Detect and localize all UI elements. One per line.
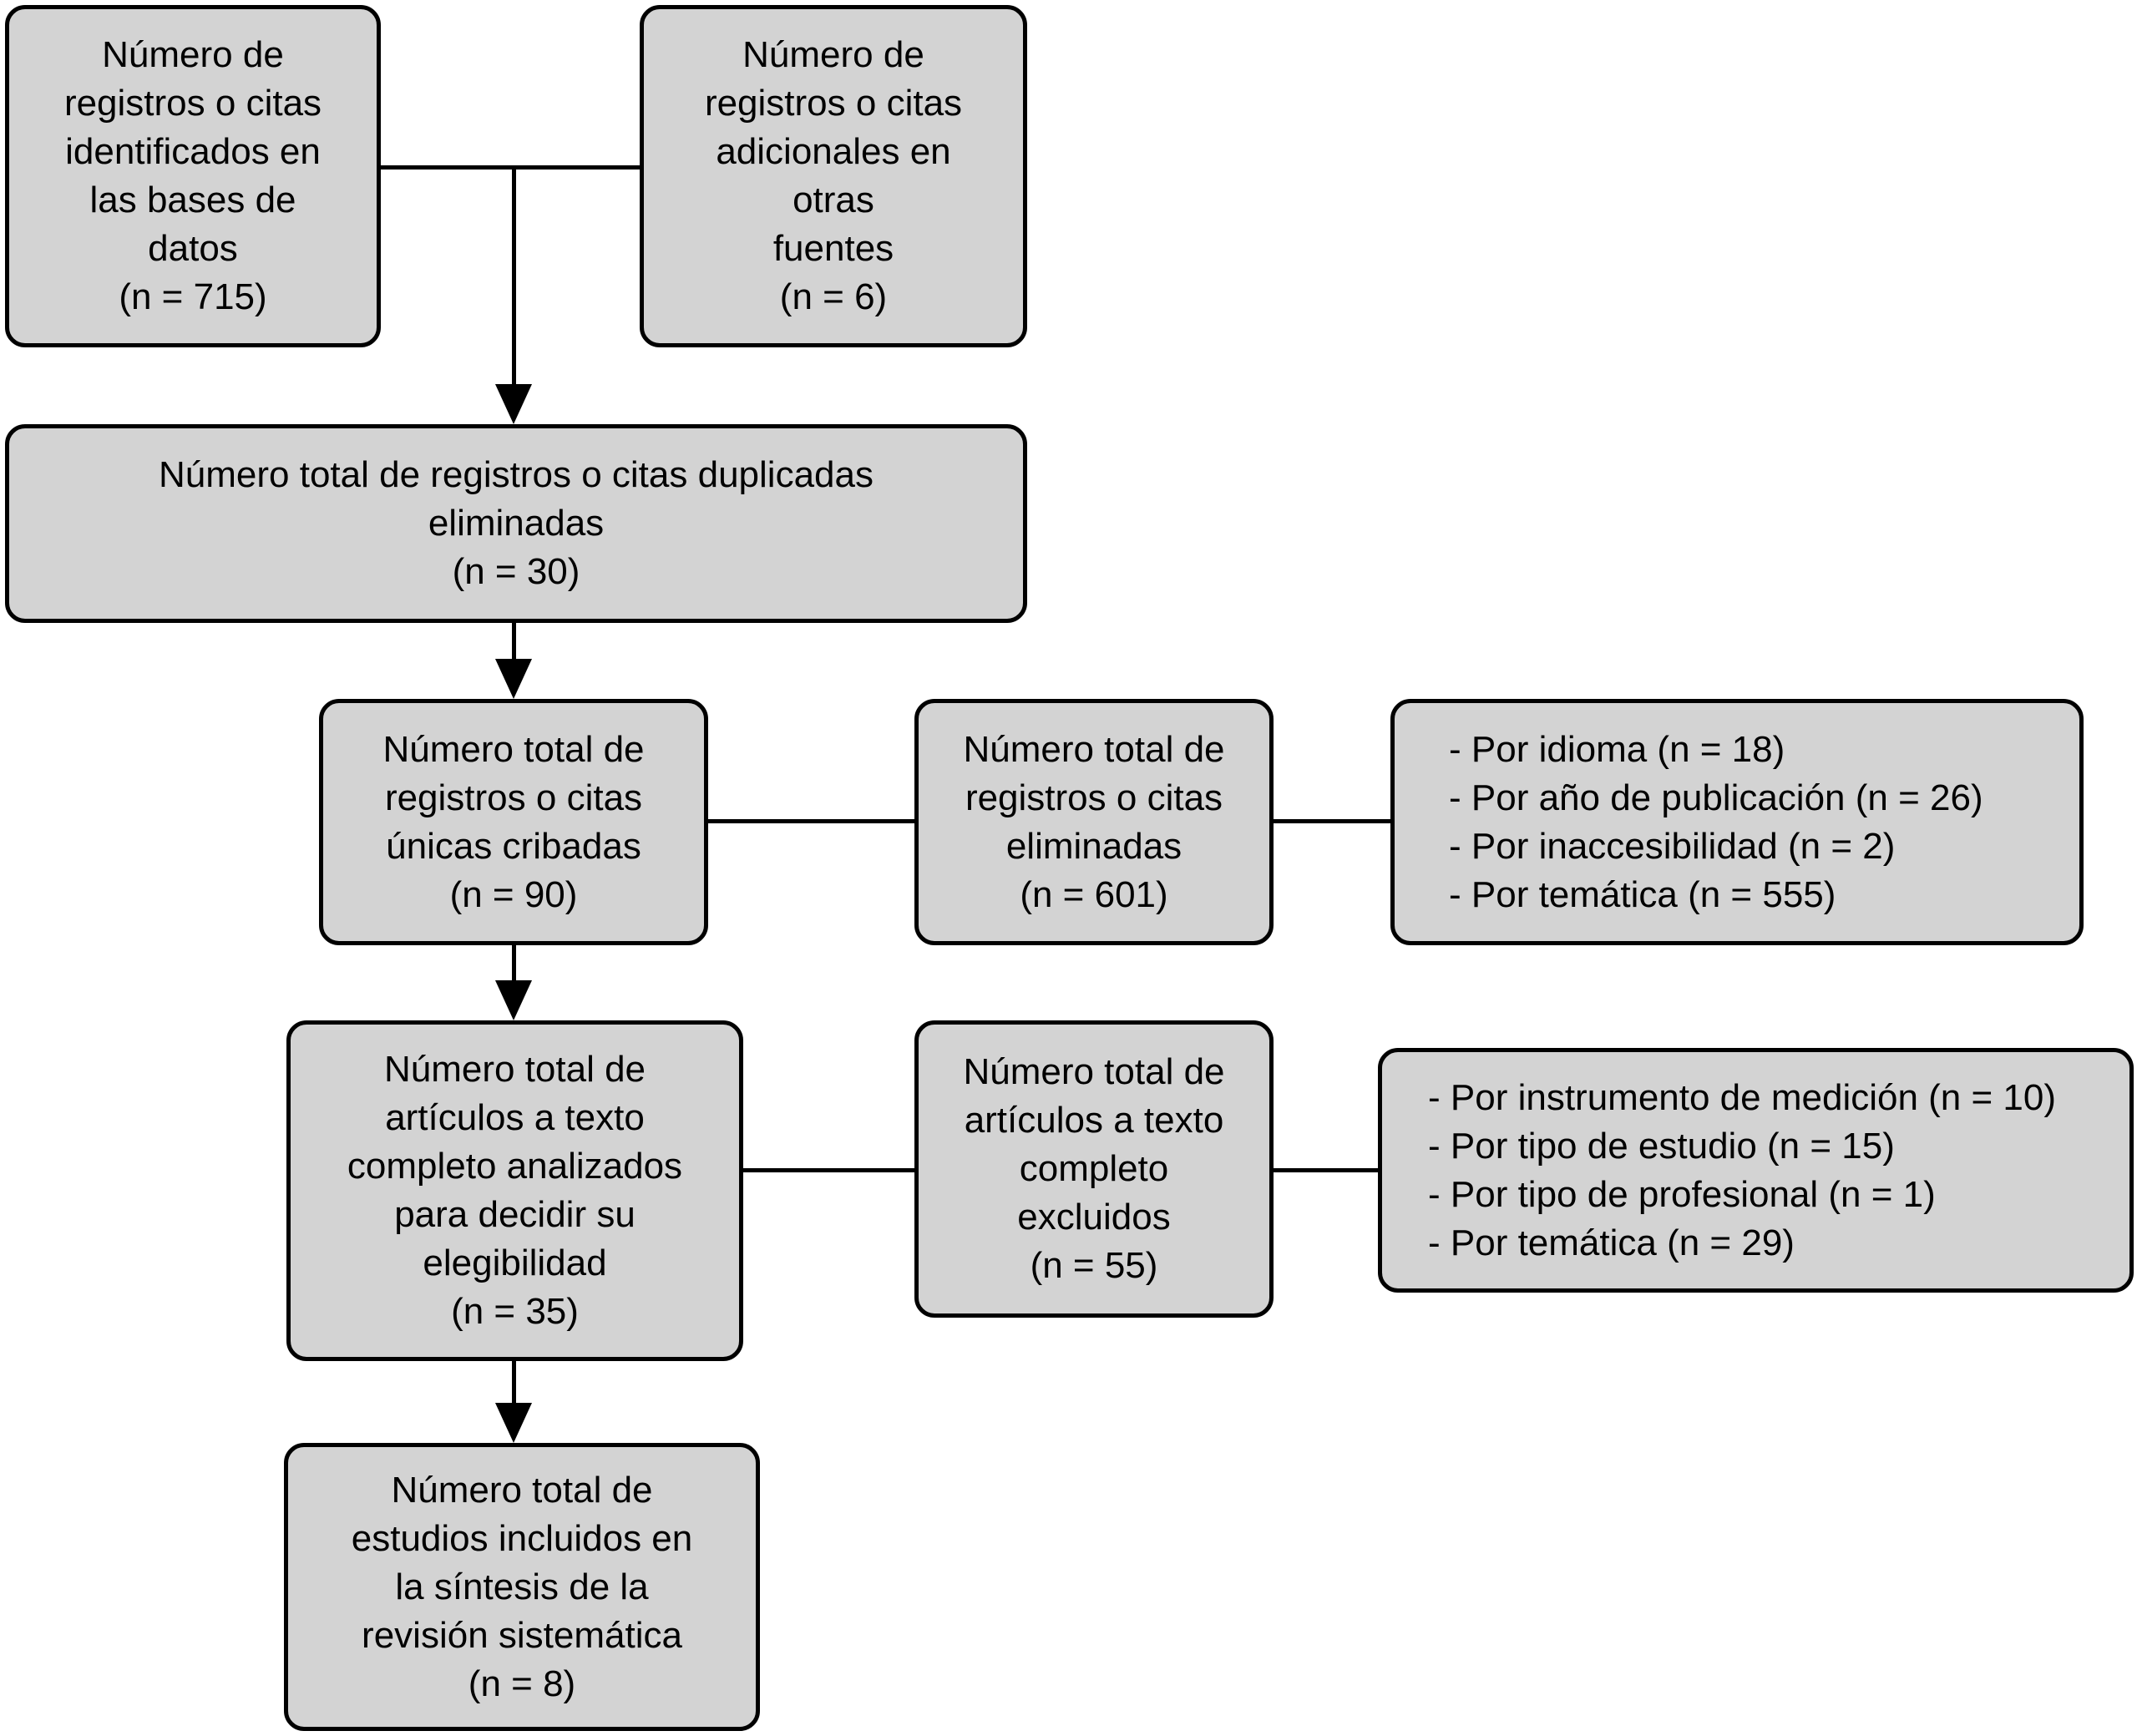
- box-line: elegibilidad: [423, 1243, 607, 1283]
- box-duplicates-removed: Número total de registros o citas duplic…: [5, 424, 1027, 623]
- reason-line: - Por tipo de estudio (n = 15): [1428, 1125, 1895, 1167]
- box-n-count: (n = 90): [449, 873, 578, 915]
- reason-line: - Por idioma (n = 18): [1449, 728, 1785, 770]
- box-exclusion-reasons: - Por instrumento de medición (n = 10) -…: [1378, 1048, 2134, 1293]
- connector-fulltext-to-excluded: [743, 1168, 914, 1172]
- box-line: Número de: [102, 34, 284, 75]
- arrow-down-icon: [495, 384, 532, 424]
- box-line: registros o citas: [965, 777, 1223, 818]
- box-line: excluidos: [1017, 1197, 1171, 1237]
- box-line: otras: [793, 180, 874, 220]
- connector-duplicates-to-screened: [512, 623, 516, 660]
- box-line: Número total de registros o citas duplic…: [159, 454, 874, 495]
- box-line: completo analizados: [347, 1146, 683, 1187]
- box-line: datos: [148, 228, 238, 269]
- box-line: eliminadas: [1005, 825, 1182, 867]
- box-n-count: (n = 8): [468, 1663, 576, 1704]
- box-line: Número total de: [383, 1049, 646, 1090]
- box-elimination-reasons: - Por idioma (n = 18) - Por año de publi…: [1390, 699, 2084, 945]
- box-line: únicas cribadas: [386, 825, 641, 867]
- reason-line: - Por instrumento de medición (n = 10): [1428, 1076, 2057, 1118]
- box-n-count: (n = 30): [452, 551, 580, 592]
- reason-line: - Por temática (n = 555): [1449, 873, 1836, 915]
- connector-screened-to-eliminated: [708, 819, 914, 823]
- box-records-identified: Número de registros o citas identificado…: [5, 5, 381, 347]
- connector-eliminated-to-reasons: [1274, 819, 1390, 823]
- box-line: estudios incluidos en: [351, 1517, 693, 1559]
- box-line: Número de: [742, 34, 924, 75]
- reason-line: - Por inaccesibilidad (n = 2): [1449, 825, 1896, 867]
- box-line: Número total de: [963, 728, 1225, 770]
- box-line: las bases de: [89, 180, 296, 220]
- box-line: registros o citas: [704, 83, 963, 124]
- box-line: completo: [1019, 1148, 1169, 1189]
- reason-line: - Por temática (n = 29): [1428, 1222, 1795, 1263]
- box-line: registros o citas: [63, 83, 322, 124]
- connector-fulltext-to-included: [512, 1361, 516, 1404]
- box-n-count: (n = 601): [1020, 873, 1168, 915]
- connector-identified-additional: [381, 165, 640, 170]
- box-line: fuentes: [772, 228, 894, 269]
- box-fulltext-excluded: Número total de artículos a texto comple…: [914, 1020, 1274, 1318]
- reason-line: - Por tipo de profesional (n = 1): [1428, 1173, 1936, 1215]
- box-line: artículos a texto: [385, 1097, 645, 1138]
- reason-line: - Por año de publicación (n = 26): [1449, 777, 1983, 818]
- box-n-count: (n = 715): [119, 276, 267, 317]
- box-line: Número total de: [382, 728, 645, 770]
- box-line: para decidir su: [394, 1194, 636, 1235]
- box-line: registros o citas: [384, 777, 643, 818]
- box-fulltext-assessed: Número total de artículos a texto comple…: [286, 1020, 743, 1361]
- arrow-down-icon: [495, 659, 532, 699]
- box-n-count: (n = 6): [779, 276, 888, 317]
- box-line: Número total de: [391, 1469, 653, 1511]
- box-line: eliminadas: [428, 503, 605, 544]
- box-records-additional: Número de registros o citas adicionales …: [640, 5, 1027, 347]
- arrow-down-icon: [495, 1403, 532, 1443]
- box-unique-screened: Número total de registros o citas únicas…: [319, 699, 708, 945]
- connector-screened-to-fulltext: [512, 945, 516, 982]
- box-line: adicionales en: [716, 131, 951, 172]
- box-line: Número total de: [963, 1051, 1225, 1092]
- box-line: revisión sistemática: [362, 1614, 682, 1656]
- box-line: artículos a texto: [964, 1100, 1224, 1141]
- box-n-count: (n = 55): [1030, 1245, 1158, 1286]
- box-studies-included: Número total de estudios incluidos en la…: [284, 1443, 760, 1731]
- box-records-eliminated: Número total de registros o citas elimin…: [914, 699, 1274, 945]
- connector-excluded-to-reasons: [1274, 1168, 1378, 1172]
- box-n-count: (n = 35): [451, 1291, 579, 1332]
- arrow-down-icon: [495, 980, 532, 1020]
- box-line: identificados en: [65, 131, 321, 172]
- connector-to-duplicates: [512, 165, 516, 386]
- box-line: la síntesis de la: [395, 1566, 649, 1607]
